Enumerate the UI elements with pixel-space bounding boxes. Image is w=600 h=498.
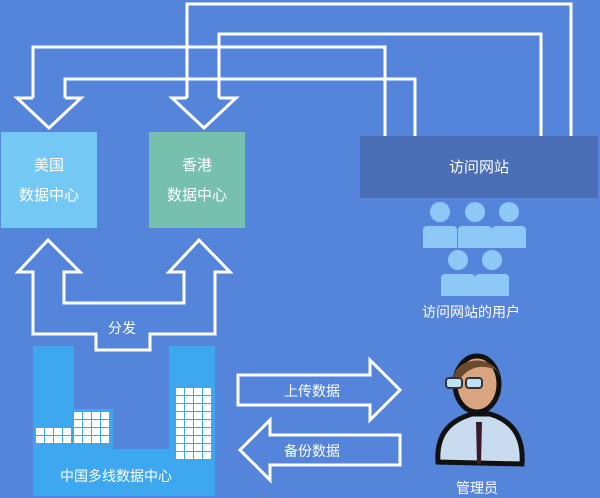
window — [203, 452, 211, 459]
admin-person-icon — [435, 353, 525, 467]
window — [185, 404, 193, 411]
window — [194, 420, 202, 427]
hk-data-center: 香港 数据中心 — [149, 132, 245, 228]
window — [92, 420, 100, 427]
user-icon — [475, 250, 509, 296]
window — [101, 420, 109, 427]
us-dc-line1: 美国 — [33, 156, 64, 174]
window — [194, 396, 202, 403]
window — [203, 404, 211, 411]
building-icon — [33, 346, 215, 496]
admin-label: 管理员 — [456, 481, 498, 497]
window — [83, 412, 91, 419]
window — [203, 412, 211, 419]
backup-label: 备份数据 — [284, 444, 340, 460]
window — [176, 436, 184, 443]
window — [176, 444, 184, 451]
window — [203, 444, 211, 451]
user-icon — [441, 250, 475, 296]
arrow-site-to-us — [13, 45, 417, 137]
window — [63, 436, 71, 443]
users-label: 访问网站的用户 — [422, 305, 520, 321]
window — [92, 412, 100, 419]
china-dc-label: 中国多线数据中心 — [60, 469, 172, 485]
window — [176, 412, 184, 419]
window — [194, 428, 202, 435]
user-icon — [423, 202, 457, 248]
window — [101, 412, 109, 419]
window — [36, 436, 44, 443]
window — [54, 428, 62, 435]
window — [83, 436, 91, 443]
window — [74, 412, 82, 419]
arrow-backup — [237, 416, 402, 484]
window — [185, 436, 193, 443]
window — [194, 404, 202, 411]
window — [194, 388, 202, 395]
arrow-upload — [236, 356, 403, 424]
window — [92, 436, 100, 443]
window — [176, 428, 184, 435]
us-dc-line2: 数据中心 — [18, 186, 79, 204]
window — [83, 420, 91, 427]
window — [74, 420, 82, 427]
window — [63, 428, 71, 435]
user-icon — [492, 202, 526, 248]
window — [92, 428, 100, 435]
window — [176, 404, 184, 411]
window — [203, 428, 211, 435]
window — [185, 412, 193, 419]
window — [176, 388, 184, 395]
user-icon — [458, 202, 492, 248]
user-group-icon — [423, 202, 526, 296]
window — [185, 444, 193, 451]
window — [185, 452, 193, 459]
window — [176, 420, 184, 427]
window — [36, 428, 44, 435]
arrow-site-to-hk — [168, 2, 573, 137]
window — [54, 436, 62, 443]
window — [83, 428, 91, 435]
window — [194, 444, 202, 451]
visit-site-label: 访问网站 — [448, 158, 509, 176]
window — [194, 412, 202, 419]
window — [176, 452, 184, 459]
us-data-center: 美国 数据中心 — [1, 132, 97, 228]
hk-dc-line1: 香港 — [181, 156, 212, 174]
visit-site-box: 访问网站 — [360, 136, 598, 198]
window — [45, 436, 53, 443]
window — [203, 436, 211, 443]
window — [203, 388, 211, 395]
window — [203, 396, 211, 403]
window — [194, 436, 202, 443]
window — [185, 428, 193, 435]
window — [185, 396, 193, 403]
window — [74, 436, 82, 443]
window — [101, 436, 109, 443]
window — [185, 388, 193, 395]
window — [203, 420, 211, 427]
window — [176, 396, 184, 403]
window — [194, 452, 202, 459]
window — [185, 420, 193, 427]
window — [74, 428, 82, 435]
window — [101, 428, 109, 435]
hk-dc-line2: 数据中心 — [166, 186, 227, 204]
distribute-label: 分发 — [108, 321, 136, 337]
window — [45, 428, 53, 435]
upload-label: 上传数据 — [284, 384, 340, 400]
arrow-distribute — [14, 237, 234, 352]
